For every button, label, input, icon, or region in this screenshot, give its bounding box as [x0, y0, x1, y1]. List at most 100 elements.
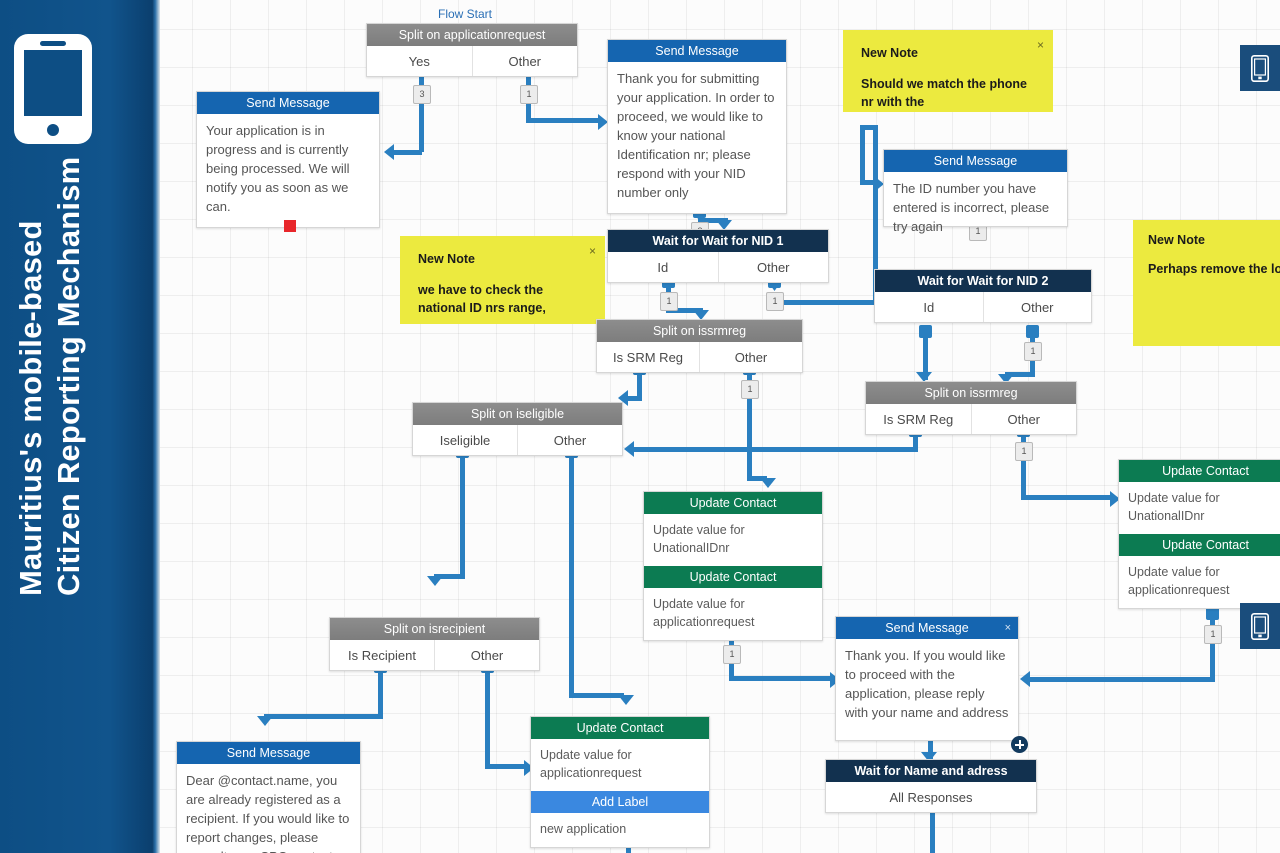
node-split-applicationrequest[interactable]: Split on applicationrequest Yes Other	[366, 23, 578, 77]
node-wait-nid-2[interactable]: Wait for Wait for NID 2 Id Other	[874, 269, 1092, 323]
rule-id[interactable]: Id	[608, 252, 719, 282]
note-remove-loop[interactable]: New Note Perhaps remove the loop, re-ask…	[1133, 220, 1280, 346]
connector-waitname-down	[930, 812, 935, 853]
connector-isrecipient-other-v	[485, 673, 490, 768]
node-split-issrmreg-left[interactable]: Split on issrmreg Is SRM Reg Other	[596, 319, 803, 373]
node-split-issrmreg-right[interactable]: Split on issrmreg Is SRM Reg Other	[865, 381, 1077, 435]
connector-iseligible-other-v	[569, 458, 574, 698]
rule-all-responses[interactable]: All Responses	[889, 789, 973, 805]
rule-is-recipient[interactable]: Is Recipient	[330, 640, 435, 670]
node-send-already-recipient[interactable]: Send Message Dear @contact.name, you are…	[176, 741, 361, 853]
rule-other[interactable]: Other	[508, 53, 541, 69]
arrow-down-isrecipient	[427, 576, 443, 586]
note-nid-range[interactable]: × New Note we have to check the national…	[400, 236, 605, 324]
node-update-right[interactable]: Update Contact Update value for Unationa…	[1118, 459, 1280, 609]
connector-id2-v	[923, 338, 928, 380]
arrow-down-send-already	[257, 716, 273, 726]
node-wait-nid-1[interactable]: Wait for Wait for NID 1 Id Other	[607, 229, 829, 283]
connector-isrecipient-h	[264, 714, 383, 719]
arrow-right-addlabel	[524, 760, 534, 776]
node-body: Thank you for submitting your applicatio…	[617, 71, 775, 200]
node-wait-name-address[interactable]: Wait for Name and adress All Responses	[825, 759, 1037, 813]
node-header-1: Update Contact	[644, 492, 822, 514]
note-title: New Note	[1148, 233, 1205, 247]
connector-isrecipient-v	[378, 673, 383, 718]
split-rules: Is SRM Reg Other	[597, 342, 802, 372]
node-header: Send Message	[608, 40, 786, 62]
node-header: Split on issrmreg	[597, 320, 802, 342]
mobile-phone-icon	[1251, 612, 1269, 640]
rule-id[interactable]: Id	[875, 292, 984, 322]
page-title: Mauritius's mobile-based Citizen Reporti…	[0, 0, 126, 596]
red-marker	[284, 220, 296, 232]
flow-canvas[interactable]: 3 1 3 1 1 1 1 1 1 1 1 Flow Start	[160, 0, 1280, 853]
badge-updatecenter-out: 1	[723, 645, 741, 664]
connector-srmleft-v	[637, 375, 642, 400]
badge-waitnid1-id: 1	[660, 292, 678, 311]
badge-waitnid2-other: 1	[1024, 342, 1042, 361]
node-split-iseligible[interactable]: Split on iseligible Iseligible Other	[412, 402, 623, 456]
node-send-thank-you-nid[interactable]: Send Message Thank you for submitting yo…	[607, 39, 787, 214]
port-updateright-out[interactable]	[1206, 607, 1219, 620]
connector-isrecipient-other-h	[485, 764, 527, 769]
title-line-1: Mauritius's mobile-based	[13, 220, 49, 596]
close-icon[interactable]: ×	[1004, 622, 1011, 634]
arrow-down-issrmreg-right-2	[998, 374, 1014, 384]
node-header: Send Message ×	[836, 617, 1018, 639]
rule-other[interactable]: Other	[470, 647, 504, 663]
connector-srmright-h	[632, 447, 918, 452]
connector-iseligible-h	[434, 574, 465, 579]
node-header: Wait for Wait for NID 2	[875, 270, 1091, 292]
arrow-down-issrmreg-right	[916, 372, 932, 382]
node-header-2: Update Contact	[644, 566, 822, 588]
port-waitnid2-id[interactable]	[919, 325, 932, 338]
badge-srmright-other: 1	[1015, 442, 1033, 461]
node-update-add-label[interactable]: Update Contact Update value for applicat…	[530, 716, 710, 848]
mobile-badge-bottom[interactable]	[1240, 603, 1280, 649]
arrow-right-send-incorrect	[874, 176, 884, 192]
connector-srmright-other-v	[1021, 437, 1026, 499]
node-send-id-incorrect[interactable]: Send Message The ID number you have ente…	[883, 149, 1068, 234]
arrow-left-iseligible	[618, 390, 628, 406]
note-phone-match[interactable]: × New Note Should we match the phone nr …	[843, 30, 1053, 112]
close-icon[interactable]: ×	[1036, 38, 1044, 52]
connector-other-to-thankyou-h	[526, 118, 600, 123]
flow-start-label: Flow Start	[438, 7, 493, 21]
rule-other[interactable]: Other	[756, 259, 790, 275]
port-waitnid2-other[interactable]	[1026, 325, 1039, 338]
split-rules: Yes Other	[367, 46, 577, 76]
node-split-isrecipient[interactable]: Split on isrecipient Is Recipient Other	[329, 617, 540, 671]
rule-is-srm-reg[interactable]: Is SRM Reg	[597, 342, 700, 372]
arrow-right-update-right	[1110, 491, 1120, 507]
connector-srmright-other-h	[1021, 495, 1113, 500]
rule-iseligible[interactable]: Iseligible	[413, 425, 518, 455]
badge-updateright-out: 1	[1204, 625, 1222, 644]
rule-other[interactable]: Other	[734, 349, 768, 365]
node-body: Thank you. If you would like to proceed …	[845, 648, 1009, 720]
node-header-1: Update Contact	[1119, 460, 1280, 482]
node-header: Split on iseligible	[413, 403, 622, 425]
rule-other[interactable]: Other	[1007, 411, 1040, 427]
connector-updateright-v	[1210, 610, 1215, 682]
node-update-center[interactable]: Update Contact Update value for Unationa…	[643, 491, 823, 641]
mobile-badge-top[interactable]	[1240, 45, 1280, 91]
node-send-in-progress[interactable]: Send Message Your application is in prog…	[196, 91, 380, 228]
rule-yes[interactable]: Yes	[367, 46, 473, 76]
wait-rules: Id Other	[875, 292, 1091, 322]
rule-other[interactable]: Other	[553, 432, 587, 448]
connector-updatecenter-h	[729, 676, 833, 681]
rule-is-srm-reg[interactable]: Is SRM Reg	[866, 404, 972, 434]
note-text: Perhaps remove the loop, re-ask this que…	[1148, 262, 1280, 276]
arrow-left-inprogress	[384, 144, 394, 160]
node-send-thank-you-address[interactable]: Send Message × Thank you. If you would l…	[835, 616, 1019, 741]
rule-other[interactable]: Other	[1020, 299, 1054, 315]
connector-addlabel-down	[626, 845, 631, 853]
close-icon[interactable]: ×	[588, 244, 596, 258]
node-header-2: Add Label	[531, 791, 709, 813]
arrow-right-thankyou	[598, 114, 608, 130]
connector-thankyou-to-waitnid1-h	[698, 218, 728, 223]
badge-split-yes: 3	[413, 85, 431, 104]
add-node-icon[interactable]	[1011, 736, 1028, 753]
note-title: New Note	[861, 46, 918, 60]
